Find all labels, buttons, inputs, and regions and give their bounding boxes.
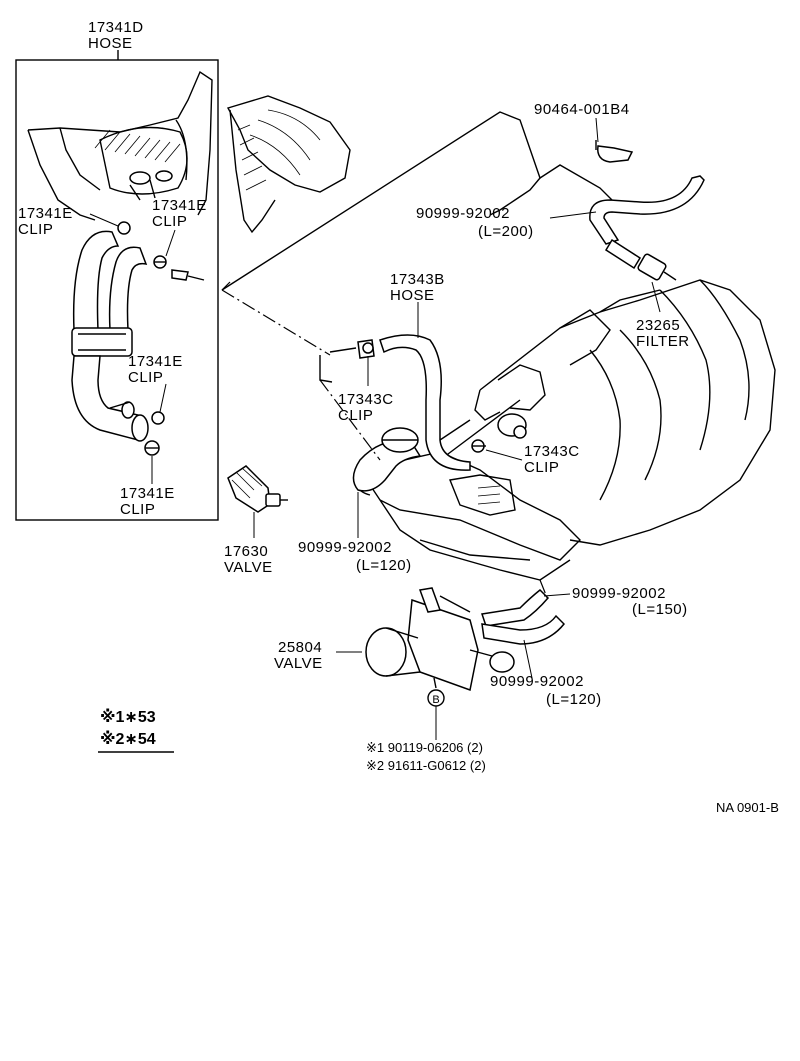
label-hose-l120-a: 90999-92002 (L=120) <box>298 539 412 574</box>
label-clip-17341e-c: 17341E CLIP <box>128 353 183 386</box>
part-name: CLIP <box>152 213 187 230</box>
legend-line-2: ※2∗54 <box>100 730 156 748</box>
part-number: 23265 <box>636 317 680 334</box>
part-number: 17341E <box>120 485 175 502</box>
label-hose-17343b: 17343B HOSE <box>390 271 445 304</box>
part-name: CLIP <box>128 369 163 386</box>
footnote-2: ※2 91611-G0612 (2) <box>366 758 486 773</box>
label-hose-l120-b: 90999-92002 (L=120) <box>490 673 602 708</box>
label-clip-17341e-b: 17341E CLIP <box>152 197 207 230</box>
hose-length: (L=120) <box>546 691 602 708</box>
label-filter-23265: 23265 FILTER <box>636 317 690 350</box>
bolt-b-letter: B <box>432 694 439 706</box>
part-number: 90999-92002 <box>490 673 584 690</box>
inset-hose-17341d <box>71 230 149 442</box>
label-valve-17630: 17630 VALVE <box>224 543 273 576</box>
part-number: 90999-92002 <box>416 205 510 222</box>
label-hose-17341d: 17341D HOSE <box>88 19 144 52</box>
main-air-duct <box>226 95 351 234</box>
hose-l120-loop <box>352 427 422 492</box>
clips-17343c <box>362 342 527 453</box>
label-bolt-90464: 90464-001B4 <box>534 101 630 118</box>
label-hose-l200: 90999-92002 (L=200) <box>416 205 534 240</box>
part-number: 17341D <box>88 19 144 36</box>
part-name: CLIP <box>338 407 373 424</box>
label-clip-17343c-b: 17343C CLIP <box>524 443 580 476</box>
leader-lines <box>253 117 661 679</box>
label-valve-25804: 25804 VALVE <box>274 639 323 672</box>
part-number: 90999-92002 <box>298 539 392 556</box>
inset-air-duct <box>27 70 213 221</box>
part-number: 90999-92002 <box>572 585 666 602</box>
hose-length: (L=120) <box>356 557 412 574</box>
valve-25804-shape <box>365 587 515 692</box>
legend: ※1∗53 ※2∗54 <box>98 708 174 753</box>
part-name: VALVE <box>224 559 273 576</box>
valve-17630-shape <box>227 465 288 513</box>
hose-length: (L=150) <box>632 601 688 618</box>
label-clip-17341e-a: 17341E CLIP <box>18 205 73 238</box>
legend-line-1: ※1∗53 <box>100 708 156 726</box>
intake-runners <box>356 451 581 581</box>
hose-l200-and-filter <box>589 140 705 281</box>
part-number: 17343C <box>338 391 394 408</box>
part-number: 90464-001B4 <box>534 101 630 118</box>
footnote-1: ※1 90119-06206 (2) <box>366 740 483 755</box>
part-number: 17341E <box>128 353 183 370</box>
part-name: HOSE <box>88 35 133 52</box>
part-number: 17343B <box>390 271 445 288</box>
dashed-centerlines <box>221 281 549 601</box>
inset-box <box>15 50 219 521</box>
inset-leaders <box>89 213 176 484</box>
part-number: 17341E <box>152 197 207 214</box>
part-number: 17630 <box>224 543 268 560</box>
label-clip-17343c-a: 17343C CLIP <box>338 391 394 424</box>
part-number: 17341E <box>18 205 73 222</box>
diagram-code: NA 0901-B <box>716 800 779 815</box>
part-name: FILTER <box>636 333 690 350</box>
part-name: CLIP <box>120 501 155 518</box>
part-number: 17343C <box>524 443 580 460</box>
footnotes: ※1 90119-06206 (2) ※2 91611-G0612 (2) <box>366 740 486 773</box>
bolt-b-marker: B <box>427 677 445 740</box>
label-clip-17341e-d: 17341E CLIP <box>120 485 175 518</box>
part-name: HOSE <box>390 287 435 304</box>
hose-length: (L=200) <box>478 223 534 240</box>
intake-plenum <box>439 279 776 546</box>
hoses-lower <box>481 588 566 645</box>
inset-clips <box>117 221 205 456</box>
part-name: CLIP <box>18 221 53 238</box>
part-number: 25804 <box>278 639 322 656</box>
label-hose-l150: 90999-92002 (L=150) <box>572 585 688 618</box>
part-name: VALVE <box>274 655 323 672</box>
part-name: CLIP <box>524 459 559 476</box>
